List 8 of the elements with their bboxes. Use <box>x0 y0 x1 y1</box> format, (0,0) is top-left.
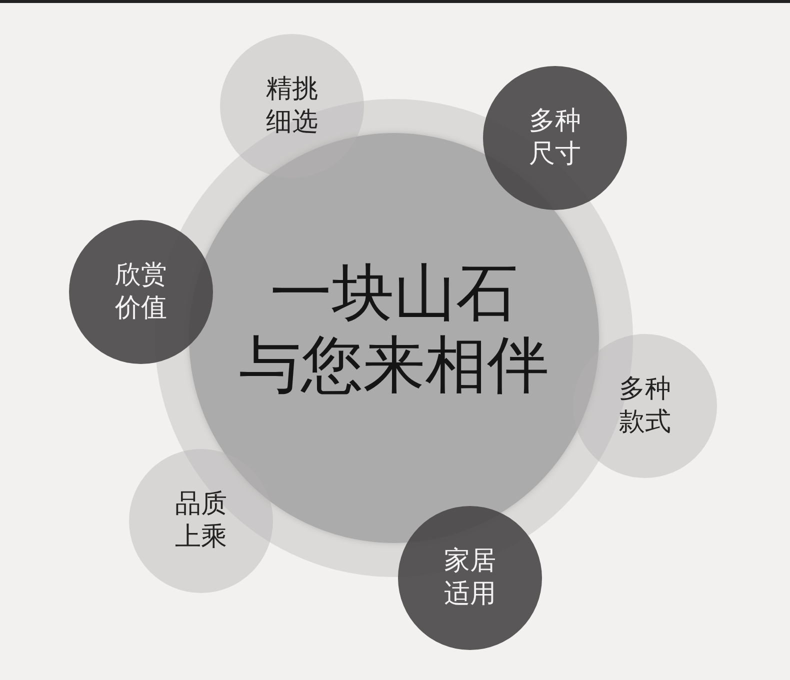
feature-label: 品质上乘 <box>174 488 228 554</box>
feature-label: 精挑细选 <box>264 73 319 139</box>
slogan-line: 与您来相伴 <box>238 330 550 400</box>
feature-label: 家居适用 <box>442 545 497 611</box>
feature-label: 多种尺寸 <box>528 105 582 171</box>
slogan-line: 一块山石 <box>269 258 519 328</box>
feature-label: 欣赏价值 <box>114 259 168 325</box>
feature-label: 多种款式 <box>618 373 672 439</box>
